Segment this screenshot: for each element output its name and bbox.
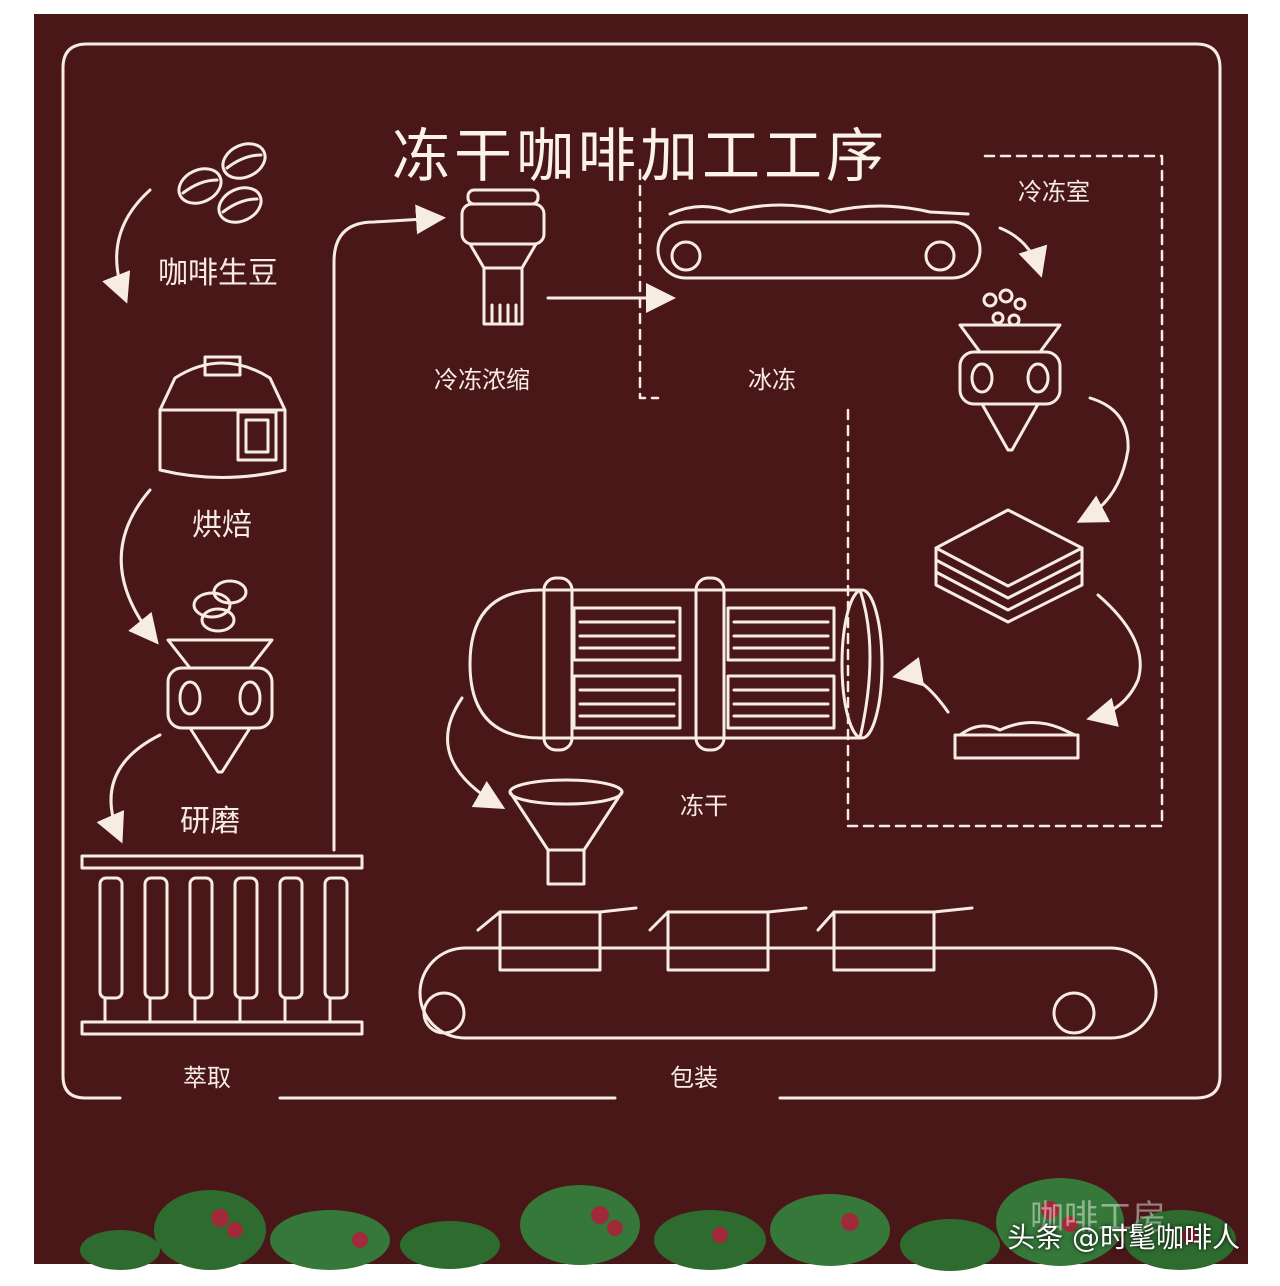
source-credit: 头条 @时髦咖啡人 bbox=[1007, 1221, 1240, 1254]
step-label-packaging: 包装 bbox=[670, 1064, 718, 1092]
granule-tray-icon bbox=[953, 721, 1080, 760]
step-label-freeze-drying: 冻干 bbox=[680, 792, 728, 820]
coffee-beans-icon bbox=[177, 142, 267, 224]
freeze-concentrator-icon bbox=[460, 188, 546, 326]
diagram-title: 冻干咖啡加工工序 bbox=[391, 121, 888, 190]
packaging-conveyor-icon bbox=[418, 906, 1158, 1040]
step-label-roasting: 烘焙 bbox=[192, 508, 252, 543]
freeze-dryer-icon bbox=[468, 576, 884, 752]
step-label-green-beans: 咖啡生豆 bbox=[158, 256, 278, 291]
watermark: 咖啡工房 bbox=[1030, 1198, 1166, 1238]
flow-arrows bbox=[96, 188, 1142, 852]
step-label-freeze-concentration: 冷冻浓缩 bbox=[434, 366, 530, 394]
freezing-room-outline bbox=[638, 154, 1164, 828]
step-label-freezing-room: 冷冻室 bbox=[1018, 178, 1090, 206]
outer-frame bbox=[61, 42, 1222, 1100]
extraction-machine-icon bbox=[80, 854, 364, 1036]
freezing-conveyor-icon bbox=[656, 203, 982, 280]
step-label-extraction: 萃取 bbox=[183, 1064, 231, 1092]
coffee-plant-strip bbox=[80, 1178, 1236, 1271]
packing-funnel-icon bbox=[508, 778, 624, 886]
coffee-slab-icon bbox=[934, 508, 1084, 624]
step-label-grinding: 研磨 bbox=[180, 804, 240, 839]
step-label-freezing: 冰冻 bbox=[748, 366, 796, 394]
granulator-icon bbox=[958, 288, 1062, 452]
grinder-icon bbox=[166, 579, 274, 774]
roaster-icon bbox=[158, 355, 287, 479]
